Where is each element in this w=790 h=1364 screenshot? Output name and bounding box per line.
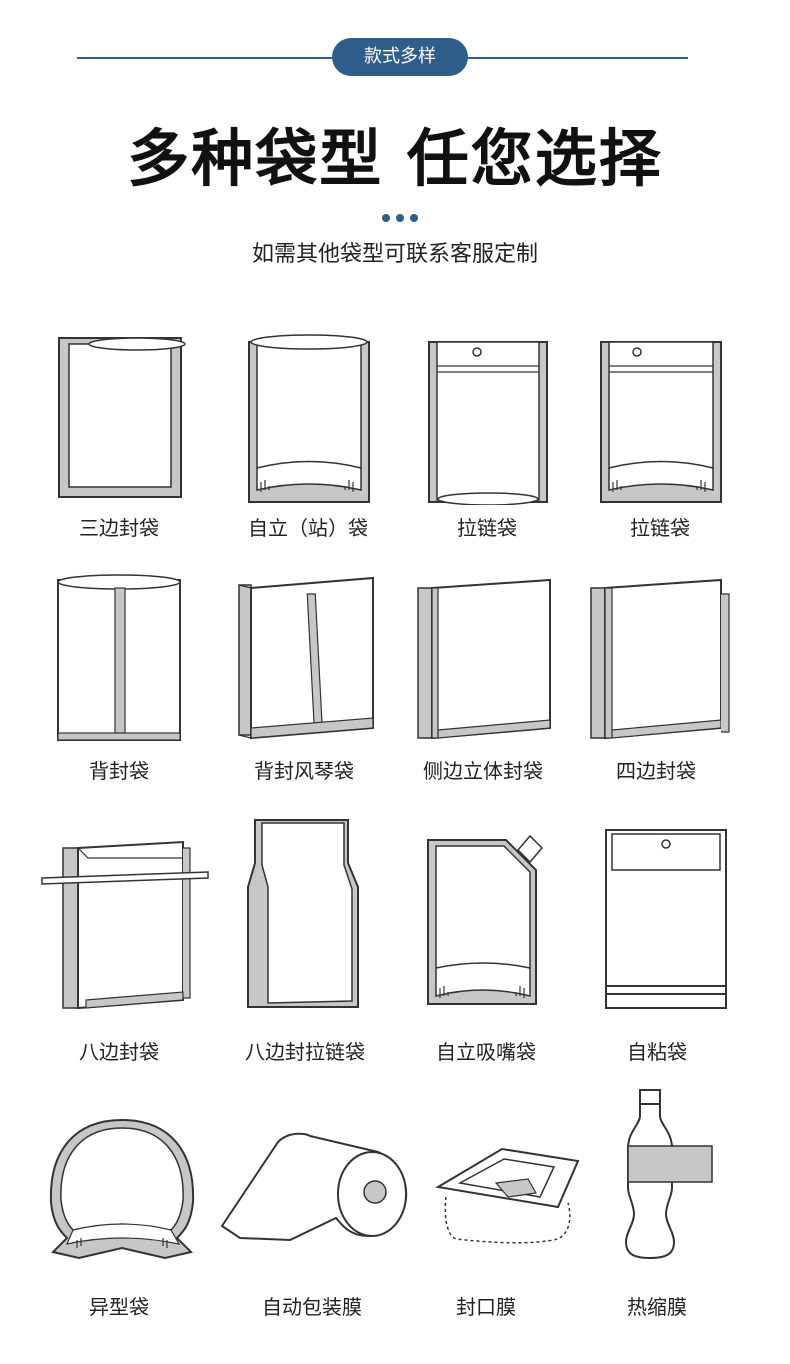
bag-label: 封口膜 [456, 1295, 516, 1319]
bag-label: 背封风琴袋 [254, 759, 354, 783]
page-subtitle: 如需其他袋型可联系客服定制 [251, 242, 538, 267]
bag-label: 侧边立体封袋 [423, 759, 543, 783]
three-side-seal-bag-icon [58, 337, 186, 498]
bag-label: 异型袋 [89, 1295, 149, 1319]
bag-label: 拉链袋 [630, 516, 690, 540]
decorative-dots [382, 214, 418, 224]
bag-label: 八边封袋 [79, 1040, 159, 1064]
bag-label: 拉链袋 [457, 516, 517, 540]
page-title: 多种袋型 任您选择 [127, 122, 663, 195]
packaging-film-roll-icon [220, 1132, 408, 1242]
spout-pouch-icon [427, 834, 544, 1005]
bag-label: 热缩膜 [627, 1295, 687, 1319]
shaped-bag-icon [49, 1118, 195, 1260]
self-adhesive-bag-icon [605, 829, 727, 1009]
bag-label: 自立（站）袋 [248, 516, 368, 540]
bag-label: 自动包装膜 [262, 1295, 362, 1319]
bag-label: 三边封袋 [79, 516, 159, 540]
sealing-film-icon [435, 1147, 580, 1244]
bag-label: 自粘袋 [627, 1040, 687, 1064]
stand-up-zipper-bag-icon [600, 341, 722, 503]
side-gusset-bag-icon [417, 578, 551, 740]
header-line-right [463, 57, 688, 59]
header-line-left [77, 57, 337, 59]
shrink-film-icon [624, 1089, 713, 1260]
bag-label: 四边封袋 [616, 759, 696, 783]
bag-label: 八边封拉链袋 [245, 1040, 365, 1064]
stand-up-pouch-icon [248, 334, 370, 503]
eight-side-seal-bag-icon [41, 840, 209, 1010]
zipper-bag-icon [428, 341, 548, 505]
eight-side-zipper-bag-icon [247, 819, 359, 1008]
back-seal-gusset-bag-icon [238, 576, 374, 740]
four-side-seal-bag-icon [590, 578, 730, 740]
bag-label: 自立吸嘴袋 [436, 1040, 536, 1064]
style-badge: 款式多样 [332, 38, 468, 76]
back-seal-bag-icon [57, 574, 181, 741]
bag-label: 背封袋 [89, 759, 149, 783]
